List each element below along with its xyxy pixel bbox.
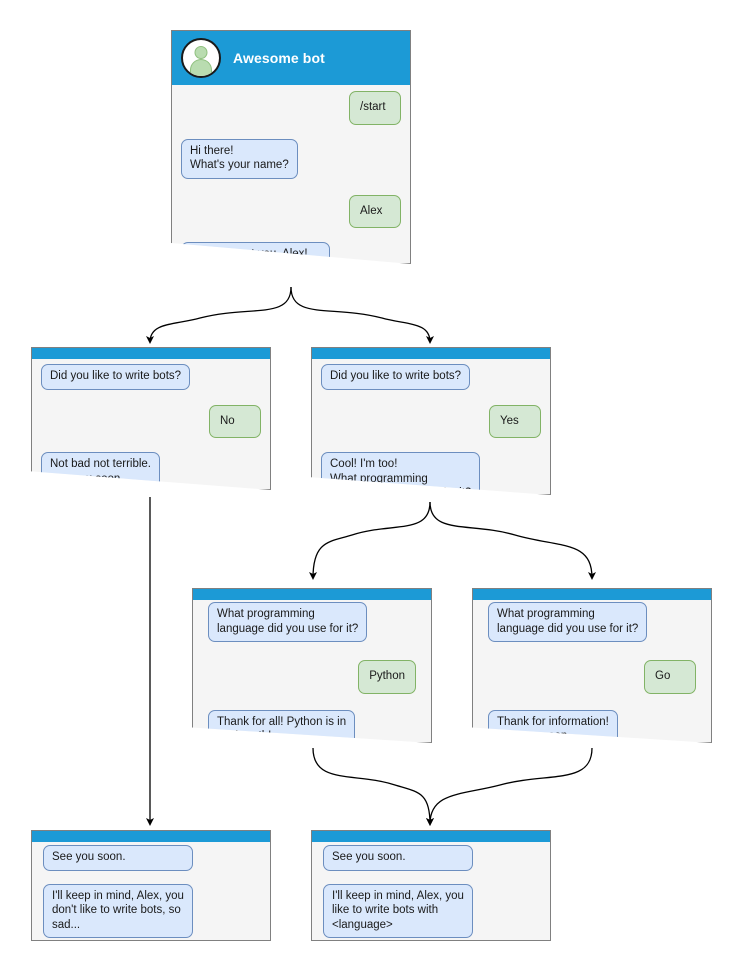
bot-message-bubble[interactable]: See you soon. — [43, 845, 193, 871]
end-sad-header-bar — [32, 831, 270, 842]
end-happy-chat-log: See you soon. I'll keep in mind, Alex, y… — [312, 845, 550, 939]
bot-message-bubble[interactable]: Did you like to write bots? — [41, 364, 191, 390]
node-yes-branch[interactable]: Did you like to write bots? Yes Cool! I'… — [311, 347, 551, 495]
bot-message-bubble[interactable]: I'll keep in mind, Alex, you don't like … — [43, 883, 193, 939]
go-branch-chat-log: What programming language did you use fo… — [473, 602, 711, 743]
bot-message-bubble[interactable]: I'll keep in mind, Alex, you like to wri… — [323, 883, 473, 939]
end-happy-header-bar — [312, 831, 550, 842]
chat-row: Alex — [181, 194, 401, 229]
no-branch-chat-log: Did you like to write bots? No Not bad n… — [32, 364, 270, 490]
bot-message-bubble[interactable]: Hi there! What's your name? — [181, 138, 298, 179]
chat-row: Thank for all! Python is in my hearth! S… — [208, 709, 416, 743]
chat-row: Did you like to write bots? — [41, 364, 261, 390]
edge-python-to-end-happy — [312, 747, 434, 826]
bot-title: Awesome bot — [233, 50, 325, 66]
bot-message-bubble[interactable]: Did you like to write bots? — [321, 364, 471, 390]
user-message-bubble[interactable]: /start — [349, 91, 401, 125]
chat-row: Did you like to write bots? — [321, 364, 541, 390]
chat-row: No — [41, 404, 261, 439]
user-message-bubble[interactable]: Alex — [349, 194, 401, 229]
go-branch-header-bar — [473, 589, 711, 600]
bot-message-bubble[interactable]: Thank for all! Python is in my hearth! S… — [208, 709, 356, 743]
user-message-bubble[interactable]: No — [209, 404, 261, 439]
edge-root-to-no — [146, 286, 292, 344]
bot-message-bubble[interactable]: See you soon. — [323, 845, 473, 871]
python-branch-header-bar — [193, 589, 431, 600]
chat-row: Not bad not terrible. See you soon. — [41, 452, 261, 490]
chat-row: Thank for information! See you soon. — [488, 709, 696, 743]
bot-message-bubble[interactable]: Thank for information! See you soon. — [488, 709, 618, 743]
chat-row: What programming language did you use fo… — [488, 602, 696, 643]
edge-yes-to-python — [309, 501, 431, 580]
node-end-sad[interactable]: See you soon. I'll keep in mind, Alex, y… — [31, 830, 271, 941]
chat-row: See you soon. — [323, 845, 539, 871]
edge-go-to-end-happy — [426, 747, 593, 826]
node-root[interactable]: Awesome bot /start Hi there! What's your… — [171, 30, 411, 264]
bot-message-bubble[interactable]: Not bad not terrible. See you soon. — [41, 452, 161, 490]
node-go-branch[interactable]: What programming language did you use fo… — [472, 588, 712, 743]
bot-message-bubble[interactable]: What programming language did you use fo… — [488, 602, 648, 643]
yes-branch-header-bar — [312, 348, 550, 359]
edge-yes-to-go — [429, 501, 596, 580]
avatar-head — [194, 46, 208, 59]
edge-root-to-yes — [290, 286, 434, 344]
chat-row: Go — [488, 660, 696, 694]
node-no-branch[interactable]: Did you like to write bots? No Not bad n… — [31, 347, 271, 490]
end-sad-chat-log: See you soon. I'll keep in mind, Alex, y… — [32, 845, 270, 939]
user-message-bubble[interactable]: Go — [644, 660, 696, 694]
avatar-body — [190, 59, 212, 76]
chat-row: Yes — [321, 404, 541, 439]
no-branch-header-bar — [32, 348, 270, 359]
chat-row: Nice to meet you, Alex! Did you like to … — [181, 242, 401, 264]
root-header-bar: Awesome bot — [172, 31, 410, 85]
node-python-branch[interactable]: What programming language did you use fo… — [192, 588, 432, 743]
user-message-bubble[interactable]: Yes — [489, 404, 541, 439]
chat-row: Hi there! What's your name? — [181, 138, 401, 179]
bot-message-bubble[interactable]: What programming language did you use fo… — [208, 602, 368, 643]
yes-branch-chat-log: Did you like to write bots? Yes Cool! I'… — [312, 364, 550, 495]
chat-row: /start — [181, 91, 401, 125]
chat-row: I'll keep in mind, Alex, you like to wri… — [323, 883, 539, 939]
chat-row: Cool! I'm too! What programming language… — [321, 452, 541, 495]
node-end-happy[interactable]: See you soon. I'll keep in mind, Alex, y… — [311, 830, 551, 941]
bot-message-bubble[interactable]: Nice to meet you, Alex! Did you like to … — [181, 242, 331, 264]
user-avatar-icon — [181, 38, 221, 78]
chat-row: What programming language did you use fo… — [208, 602, 416, 643]
python-branch-chat-log: What programming language did you use fo… — [193, 602, 431, 743]
user-message-bubble[interactable]: Python — [358, 660, 416, 694]
chat-row: See you soon. — [43, 845, 259, 871]
root-chat-log: /start Hi there! What's your name? Alex … — [172, 91, 410, 264]
chat-row: Python — [208, 660, 416, 694]
chat-row: I'll keep in mind, Alex, you don't like … — [43, 883, 259, 939]
bot-message-bubble[interactable]: Cool! I'm too! What programming language… — [321, 452, 481, 495]
